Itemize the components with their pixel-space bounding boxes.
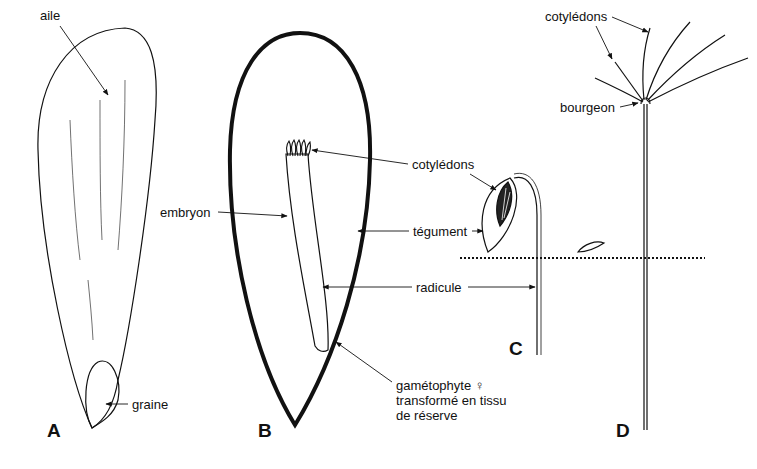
label-text: graine (132, 397, 168, 412)
label-text: A (47, 420, 61, 441)
wing-vein (100, 100, 102, 240)
label-text: gamétophyte ♀ transformé en tissu de rés… (396, 378, 507, 423)
embryo-cotyledons (287, 140, 311, 156)
cotyledons-d (595, 22, 748, 102)
part-label: bourgeon (560, 100, 615, 115)
label-text: aile (40, 8, 60, 23)
leader-cotyledons-c (470, 174, 496, 190)
label-text: D (616, 420, 630, 441)
leader-tegument-b (358, 231, 409, 232)
seed-coat-c (482, 178, 517, 252)
wing-vein (118, 80, 125, 250)
part-label: graine (132, 397, 168, 412)
part-label: cotylédons (412, 157, 474, 172)
seedling-c (460, 173, 705, 355)
seedling-d (595, 22, 748, 430)
shed-seed-coat (578, 242, 604, 252)
seed-outline (86, 361, 119, 428)
label-text: embryon (160, 205, 211, 220)
part-label: tégument (413, 224, 467, 239)
wing-outline (38, 28, 156, 428)
part-label: radicule (416, 280, 462, 295)
figure-letter: C (509, 338, 523, 359)
leader-tegument-c (472, 231, 483, 232)
cotyledon-line (502, 188, 510, 220)
seed-section (230, 33, 370, 425)
part-label: gamétophyte ♀ transformé en tissu de rés… (396, 378, 508, 423)
label-text: cotylédons (545, 9, 607, 24)
cotyledons-c (497, 182, 512, 226)
leader-cotyledons-d1 (612, 17, 648, 32)
label-text: radicule (416, 280, 462, 295)
leader-cotyledons-d2 (596, 26, 612, 59)
ground-line (460, 257, 705, 259)
label-text: tégument (413, 224, 467, 239)
label-text: cotylédons (412, 157, 474, 172)
label-text: C (509, 338, 523, 359)
wing-vein (70, 120, 80, 260)
part-label: cotylédons (545, 9, 607, 24)
leader-radicule-b (323, 287, 412, 288)
figure-letter: D (616, 420, 630, 441)
embryo (286, 154, 328, 351)
part-label: aile (40, 8, 60, 23)
stem (644, 104, 647, 430)
label-text: B (258, 420, 272, 441)
hypocotyl-edge (514, 173, 541, 355)
leader-aile (60, 26, 108, 95)
label-text: bourgeon (560, 100, 615, 115)
leader-embryon (218, 212, 287, 216)
part-label: embryon (160, 205, 211, 220)
leader-graine (106, 404, 128, 405)
wing-vein (88, 280, 93, 340)
hypocotyl (514, 177, 537, 355)
figure-letter: B (258, 420, 272, 441)
leader-radicule-c (468, 287, 535, 288)
seed-coat (230, 33, 370, 425)
leader-lines (60, 17, 648, 404)
leader-gametophyte (336, 342, 392, 382)
winged-seed (38, 28, 156, 428)
figure-letter: A (47, 420, 61, 441)
leader-bourgeon (620, 103, 638, 107)
leader-cotyledons-b (312, 150, 408, 164)
